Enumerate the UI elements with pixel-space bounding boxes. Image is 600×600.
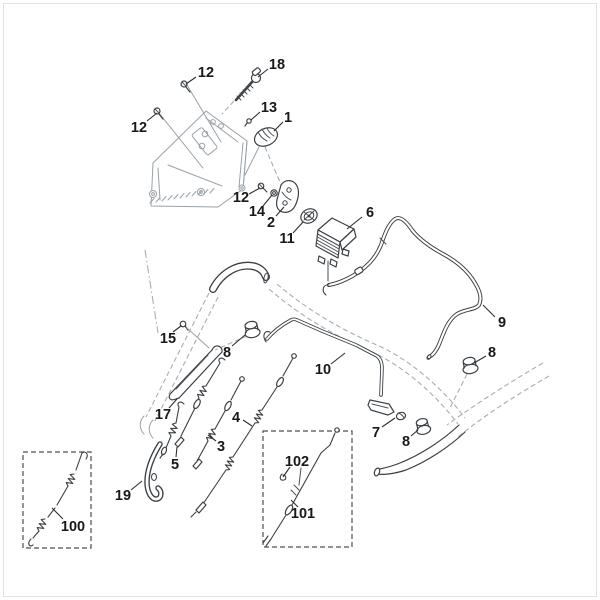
part-5-cable — [159, 401, 185, 459]
leader-line-12 — [185, 76, 197, 85]
part-callout-9[interactable]: 9 — [498, 315, 506, 331]
part-10-rod — [263, 317, 395, 416]
leader-line-102 — [282, 466, 291, 478]
part-callout-4[interactable]: 4 — [232, 410, 240, 426]
screw-12-top — [180, 80, 191, 93]
leader-line-12 — [146, 112, 158, 122]
inset-box-100 — [22, 451, 92, 549]
leader-line-19 — [130, 480, 143, 491]
part-7-pin — [395, 411, 407, 421]
leader-line-100 — [51, 507, 64, 520]
screw-13 — [244, 118, 252, 127]
part-9-cable — [322, 216, 483, 360]
part-3-cable-b — [192, 376, 245, 470]
console-assembly — [149, 84, 248, 208]
leader-line-7 — [381, 417, 396, 428]
part-callout-3[interactable]: 3 — [217, 439, 225, 455]
part-callout-8[interactable]: 8 — [223, 345, 231, 361]
rod-10-foot — [367, 399, 395, 416]
part-17-bracket — [168, 345, 223, 401]
part-3-cable-a — [174, 357, 226, 448]
leader-line-10 — [330, 352, 346, 365]
part-callout-12[interactable]: 12 — [198, 65, 214, 81]
part-callout-18[interactable]: 18 — [269, 57, 285, 73]
part-101-rod — [262, 427, 340, 547]
part-callout-12[interactable]: 12 — [233, 190, 249, 206]
part-callout-5[interactable]: 5 — [171, 457, 179, 473]
part-102-clip — [279, 473, 287, 481]
lower-bar-bend-inner — [377, 431, 466, 475]
coil-spring — [36, 518, 47, 532]
coil-spring — [65, 473, 76, 487]
leader-line-101 — [290, 499, 299, 508]
coil-spring — [253, 409, 264, 424]
leader-line-5 — [175, 446, 178, 458]
leader-line-9 — [482, 304, 496, 318]
leader-line-17 — [168, 398, 178, 409]
grommet-8-upper — [244, 320, 261, 339]
part-100-cable — [28, 451, 88, 547]
leader-line-11 — [292, 221, 304, 234]
screw-15 — [179, 320, 210, 349]
console-hatching — [149, 188, 215, 204]
part-2-bracket — [276, 180, 300, 213]
part-callout-15[interactable]: 15 — [160, 331, 176, 347]
page-border — [3, 3, 597, 597]
screw-12-left — [153, 107, 164, 120]
part-callout-6[interactable]: 6 — [366, 205, 374, 221]
part-11-disc — [300, 208, 318, 224]
part-callout-12[interactable]: 12 — [131, 120, 147, 136]
part-callout-17[interactable]: 17 — [155, 407, 171, 423]
coil-springs — [36, 385, 264, 532]
part-callout-10[interactable]: 10 — [315, 362, 331, 378]
part-callout-100[interactable]: 100 — [61, 519, 85, 535]
leader-line-18 — [257, 68, 269, 78]
coil-spring — [224, 456, 235, 471]
coil-spring — [196, 385, 207, 399]
leader-line-15 — [172, 325, 182, 333]
screw-12-mid — [257, 182, 268, 193]
part-6-switch — [315, 217, 357, 268]
cable-9-hook — [322, 284, 330, 296]
part-callout-11[interactable]: 11 — [279, 231, 294, 247]
leader-line-3 — [207, 434, 217, 442]
nut-14 — [270, 189, 278, 197]
part-callout-1[interactable]: 1 — [284, 110, 292, 126]
grommet-8-lower — [415, 417, 432, 436]
cable-9-clip — [354, 266, 364, 276]
part-19-lever — [144, 441, 164, 502]
coil-spring — [168, 422, 178, 437]
part-1-cap — [244, 127, 279, 176]
part-18-bolt — [234, 67, 262, 102]
part-4-cable — [190, 353, 297, 518]
leader-line-8 — [231, 334, 246, 347]
part-callout-13[interactable]: 13 — [261, 100, 277, 116]
part-callout-8[interactable]: 8 — [488, 345, 496, 361]
leader-line-14 — [262, 194, 273, 207]
part-callout-14[interactable]: 14 — [249, 204, 265, 220]
leader-line-1 — [273, 121, 284, 132]
part-callout-102[interactable]: 102 — [285, 454, 309, 470]
coil-spring — [205, 428, 216, 442]
callout-102-second-leader — [298, 467, 302, 486]
leader-line-6 — [346, 216, 363, 230]
part-callout-19[interactable]: 19 — [115, 488, 131, 504]
part-callout-7[interactable]: 7 — [372, 425, 380, 441]
grommet-8-right — [462, 356, 479, 375]
part-callout-2[interactable]: 2 — [267, 215, 275, 231]
leader-line-2 — [275, 206, 285, 217]
leader-line-13 — [250, 111, 261, 121]
leader-line-12 — [248, 187, 261, 195]
part-callout-8[interactable]: 8 — [402, 434, 410, 450]
leader-line-4 — [242, 419, 253, 427]
leader-line-8 — [410, 429, 419, 437]
leader-line-8 — [473, 355, 487, 364]
upper-handle-bend — [209, 261, 270, 293]
inset-box-101 — [262, 427, 353, 548]
part-callout-101[interactable]: 101 — [291, 506, 315, 522]
